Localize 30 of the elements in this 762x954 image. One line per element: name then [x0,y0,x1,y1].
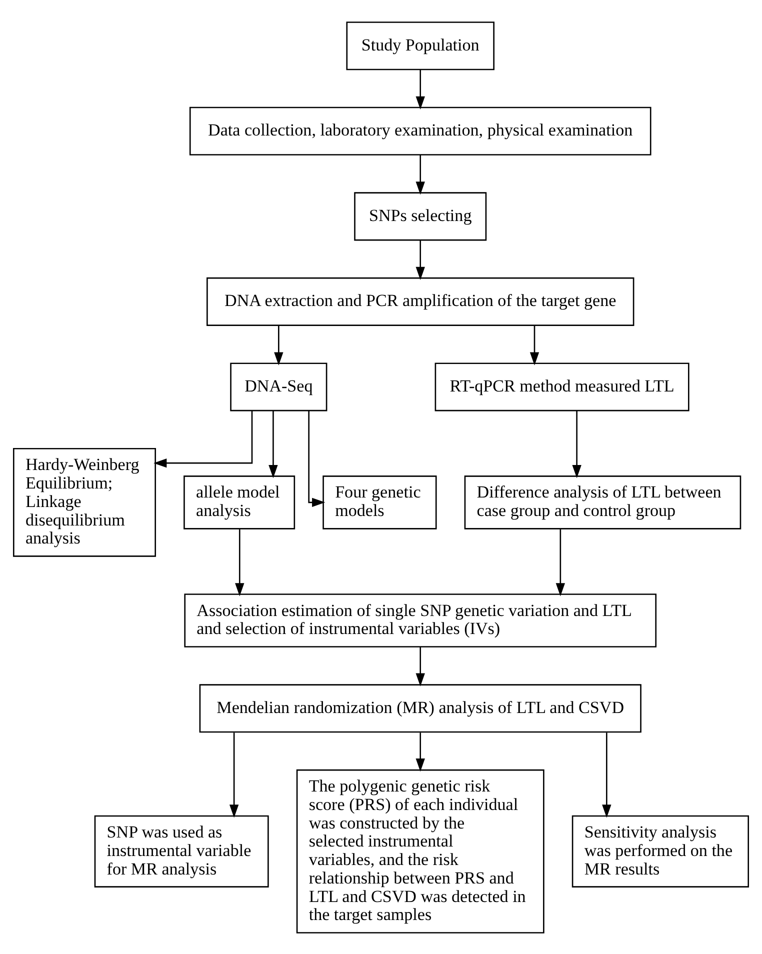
node-box: RT-qPCR method measured LTL [434,362,690,411]
arrow [416,69,425,109]
arrow [154,410,253,468]
arrow [416,732,425,772]
node-box: Four genetic models [322,475,437,529]
arrow [229,732,239,818]
arrow [235,528,244,596]
node-box: The polygenic genetic risk score (PRS) of each individual was constructed by the selected instrumental variables, and the risk relationship between PRS and LTL and CSVD was detected in the target samples [296,768,544,933]
arrow [308,410,326,507]
node-box: Study Population [346,21,494,70]
arrow [416,646,425,686]
arrow [530,324,540,365]
arrow [416,154,425,194]
node-box: Association estimation of single SNP genetic variation and LTL and selection of instrumental variables (IVs) [184,593,656,647]
node-box: Hardy-Weinberg Equilibrium; Linkage disequilibrium analysis [13,447,156,556]
arrow [556,528,565,596]
node-box: DNA extraction and PCR amplification of the target gene [206,276,634,326]
node-box: Mendelian randomization (MR) analysis of LTL and CSVD [199,684,642,732]
arrow [416,240,425,280]
arrow [268,410,278,478]
node-box: Sensitivity analysis was performed on the MR results [572,814,749,887]
node-box: Difference analysis of LTL between case group and control group [464,475,742,529]
arrow [274,324,284,365]
node-box: SNPs selecting [354,192,487,240]
arrow [602,732,612,818]
node-box: Data collection, laboratory examination, physical examination [189,106,652,155]
node-box: allele model analysis [184,475,296,529]
node-box: DNA-Seq [230,362,328,411]
arrow [572,410,582,478]
node-box: SNP was used as instrumental variable for MR analysis [94,814,269,887]
